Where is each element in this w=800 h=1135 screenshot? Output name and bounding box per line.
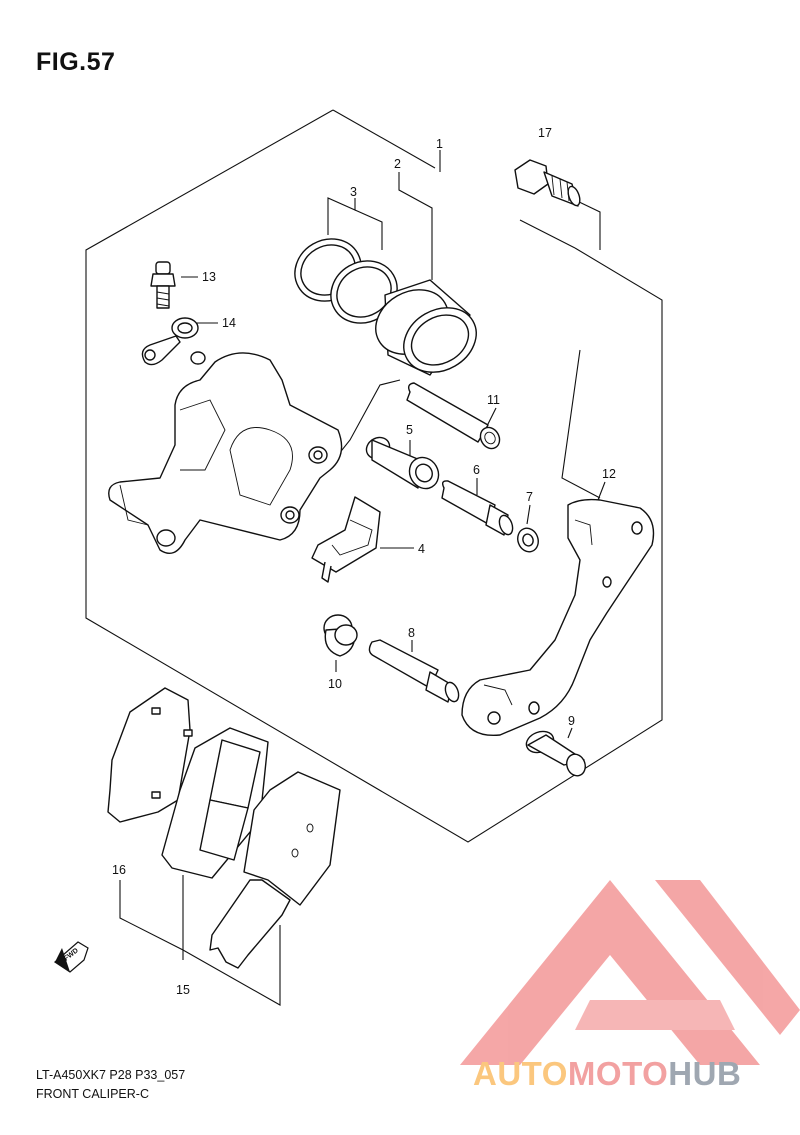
callout-2: 2 [394,157,401,171]
figure-name: FRONT CALIPER-C [36,1087,149,1101]
callout-16: 16 [112,863,126,877]
bleeder-cap-14 [141,317,199,366]
callout-5: 5 [406,423,413,437]
callout-4: 4 [418,542,425,556]
watermark-logo [460,880,800,1065]
callout-17: 17 [538,126,552,140]
callout-7: 7 [526,490,533,504]
brand-auto: AUTO [473,1055,568,1092]
callout-13: 13 [202,270,216,284]
bleeder-valve-13 [150,261,176,309]
watermark-brand: AUTOMOTOHUB [473,1055,741,1093]
brand-moto: MOTO [567,1055,669,1092]
piston-2 [375,279,477,376]
figure-code: LT-A450XK7 P28 P33_057 [36,1068,186,1082]
callout-10: 10 [328,677,342,691]
pad-spring-4 [311,496,381,583]
slide-pin-6 [441,480,514,536]
seal-3 [294,238,398,324]
callout-12: 12 [602,467,616,481]
callout-8: 8 [408,626,415,640]
callout-3: 3 [350,185,357,199]
boot-10 [323,614,358,657]
callout-15: 15 [176,983,190,997]
bolt-17 [514,159,581,207]
callout-14: 14 [222,316,236,330]
callout-labels: 1 2 3 4 5 6 7 8 9 10 11 12 13 14 15 16 1… [112,126,616,997]
brake-pad-set-15 [161,727,341,969]
callout-6: 6 [473,463,480,477]
brand-hub: HUB [668,1055,742,1092]
washer-7 [517,527,539,553]
caliper-bracket-12 [461,498,655,737]
slide-pin-11 [406,382,501,450]
caliper-body [108,351,343,554]
bushing-9 [525,730,586,777]
figure-title: FIG.57 [36,48,116,76]
brake-pad-16 [107,687,193,823]
boot-5 [365,436,440,490]
callout-9: 9 [568,714,575,728]
slide-pin-8 [368,639,460,703]
fwd-direction-arrow: FWD [54,941,89,973]
callout-1: 1 [436,137,443,151]
callout-11: 11 [487,393,500,407]
leader-lines [119,150,606,1006]
caliper-assembly-frame [85,109,663,843]
